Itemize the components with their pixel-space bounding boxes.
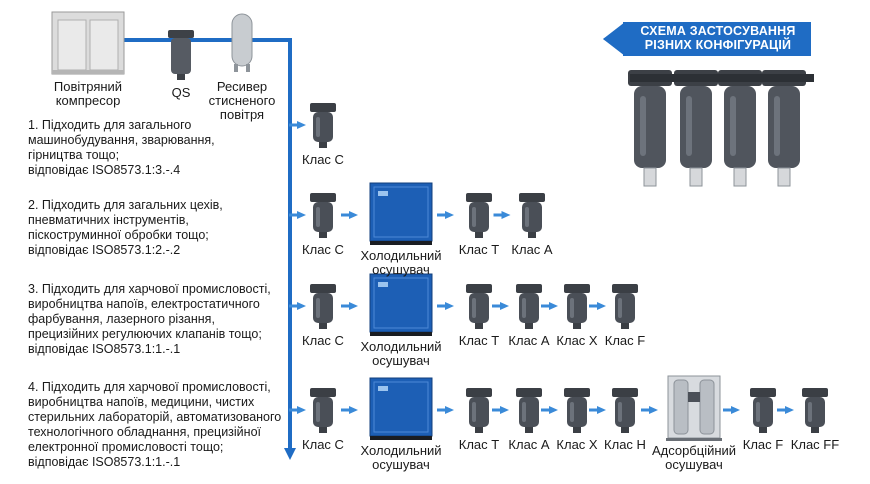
flow-arrow	[437, 211, 454, 219]
flow-arrow	[641, 406, 658, 414]
filter-row4-5	[564, 388, 590, 433]
filter-row1-1	[310, 103, 336, 148]
component-label: Клас C	[302, 152, 344, 167]
component-label: Клас A	[511, 242, 553, 257]
row-3-description: 3. Підходить для харчової промисловості,…	[28, 282, 271, 356]
flow-arrow	[437, 406, 454, 414]
filter-row3-1	[310, 284, 336, 329]
adsorption-dryer-row4-7	[666, 375, 722, 441]
config-row-4	[289, 375, 828, 441]
flow-arrow	[492, 406, 509, 414]
component-label: Клас X	[556, 333, 598, 348]
flow-arrow	[723, 406, 740, 414]
flow-arrow	[589, 406, 606, 414]
component-label: Клас F	[742, 437, 784, 452]
flow-arrow	[541, 302, 558, 310]
component-label: Клас A	[508, 437, 550, 452]
component-label: Клас C	[302, 333, 344, 348]
flow-arrow	[541, 406, 558, 414]
component-label: Клас F	[604, 333, 646, 348]
filter-row4-6	[612, 388, 638, 433]
illustration-filter	[674, 70, 718, 187]
filter-row3-6	[612, 284, 638, 329]
main-pipe-arrow	[284, 448, 296, 460]
filter-set-illustration	[628, 70, 814, 187]
flow-arrow	[341, 302, 358, 310]
component-label: Клас C	[302, 437, 344, 452]
title-line-2: РІЗНИХ КОНФІГУРАЦІЙ	[644, 38, 792, 52]
illustration-filter	[718, 70, 762, 187]
air-compressor	[51, 11, 125, 75]
filter-row4-9	[802, 388, 828, 433]
title-line-1: СХЕМА ЗАСТОСУВАННЯ	[640, 24, 796, 38]
component-label: Клас A	[508, 333, 550, 348]
filter-row4-8	[750, 388, 776, 433]
component-label: Клас T	[458, 437, 500, 452]
component-label: Клас T	[458, 242, 500, 257]
flow-arrow	[777, 406, 794, 414]
flow-arrow	[341, 406, 358, 414]
filter-row2-3	[466, 193, 492, 238]
filter-row2-4	[519, 193, 545, 238]
row-2-description: 2. Підходить для загальних цехів,пневмат…	[28, 198, 223, 257]
title-text: СХЕМА ЗАСТОСУВАННЯ РІЗНИХ КОНФІГУРАЦІЙ	[628, 24, 808, 52]
component-label: Клас X	[556, 437, 598, 452]
filter-row3-3	[466, 284, 492, 329]
dryer-row2-2	[369, 182, 433, 245]
qs-filter	[168, 30, 194, 80]
illustration-filter	[628, 70, 672, 187]
flow-arrow	[437, 302, 454, 310]
flow-arrow	[341, 211, 358, 219]
component-label: Клас H	[604, 437, 646, 452]
flow-arrow	[493, 211, 511, 219]
filter-row3-4	[516, 284, 542, 329]
title-banner	[603, 22, 811, 56]
component-label: Клас C	[302, 242, 344, 257]
flow-arrow	[492, 302, 509, 310]
filter-row2-1	[310, 193, 336, 238]
filter-row3-5	[564, 284, 590, 329]
filter-row4-1	[310, 388, 336, 433]
filter-row4-4	[516, 388, 542, 433]
dryer-row3-2	[369, 273, 433, 336]
air-receiver	[231, 13, 253, 72]
config-row-3	[289, 273, 638, 336]
dryer-row4-2	[369, 377, 433, 440]
component-label: Клас FF	[790, 437, 840, 452]
qs-label: QS	[171, 85, 191, 100]
component-label: Клас T	[458, 333, 500, 348]
config-row-1	[289, 103, 336, 148]
row-4-description: 4. Підходить для харчової промисловості,…	[28, 380, 282, 469]
filter-row4-3	[466, 388, 492, 433]
flow-arrow	[589, 302, 606, 310]
config-row-2	[289, 182, 545, 245]
illustration-filter	[762, 70, 806, 187]
